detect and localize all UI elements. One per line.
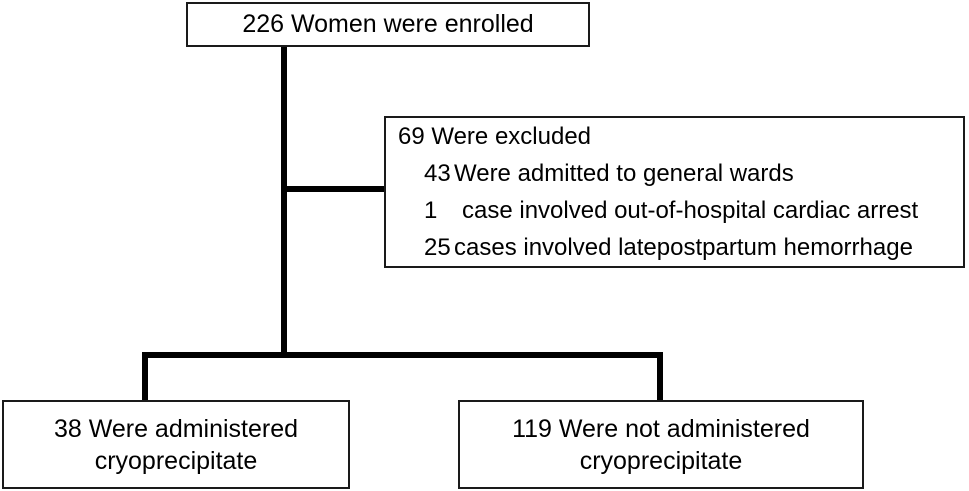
node-administered-line1: 38 Were administered bbox=[53, 414, 299, 443]
node-enrolled-text: 226 Women were enrolled bbox=[242, 10, 534, 38]
excluded-reason-count: 1 bbox=[424, 197, 438, 224]
excluded-header: 69 Were excluded bbox=[398, 123, 592, 150]
connector-trunk-vertical bbox=[281, 45, 287, 358]
excluded-reason-count: 43 bbox=[424, 160, 451, 187]
connector-leg-right bbox=[657, 352, 663, 401]
node-not-administered-cryoprecipitate: 119 Were not administered cryoprecipitat… bbox=[458, 400, 864, 489]
excluded-reason-text: Were admitted to general wards bbox=[454, 160, 794, 187]
node-not-administered-line2: cryoprecipitate bbox=[579, 446, 743, 475]
node-administered-cryoprecipitate: 38 Were administered cryoprecipitate bbox=[2, 400, 350, 489]
connector-to-excluded-box bbox=[287, 186, 386, 192]
excluded-reason-text: cases involved latepostpartum hemorrhage bbox=[454, 234, 913, 261]
node-enrolled: 226 Women were enrolled bbox=[186, 2, 590, 47]
excluded-reason-text: case involved out-of-hospital cardiac ar… bbox=[462, 197, 919, 224]
node-not-administered-line1: 119 Were not administered bbox=[512, 414, 810, 443]
excluded-reason-count: 25 bbox=[424, 234, 451, 261]
node-administered-line2: cryoprecipitate bbox=[94, 446, 258, 475]
connector-leg-left bbox=[142, 352, 148, 401]
excluded-reason-row: 1 case involved out-of-hospital cardiac a… bbox=[398, 192, 918, 229]
connector-split-horizontal-bar bbox=[142, 352, 663, 358]
